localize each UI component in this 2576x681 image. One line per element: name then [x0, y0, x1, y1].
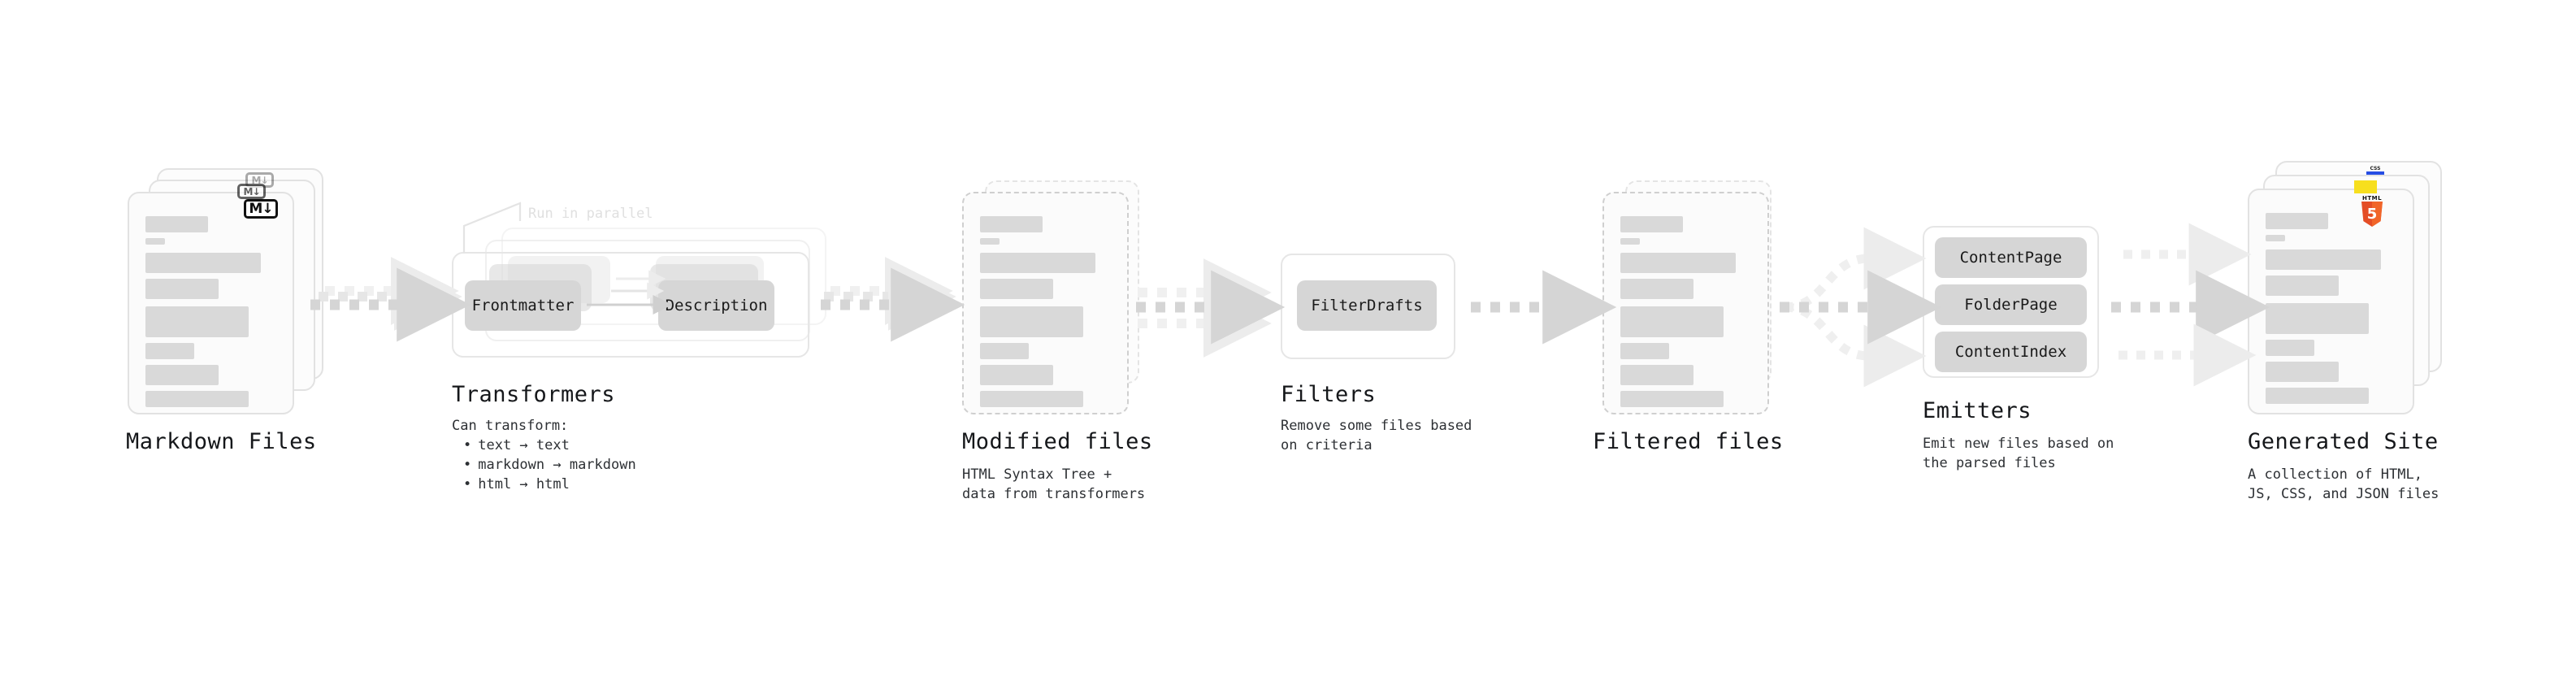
- placeholder-bar: [980, 216, 1043, 232]
- arrow-transformers-to-modified: [821, 257, 965, 342]
- caption-generated-site: Generated Site: [2248, 429, 2439, 454]
- placeholder-bar: [1620, 306, 1724, 337]
- placeholder-bar: [2266, 213, 2328, 229]
- js-badge: [2354, 180, 2377, 193]
- placeholder-bar: [145, 279, 219, 299]
- arrow-markdown-to-transformers: [310, 257, 471, 342]
- arrow-emitters-to-site: [2111, 223, 2270, 387]
- subtitle-filters: Remove some files based on criteria: [1281, 418, 1472, 453]
- css-badge-label: CSS: [2370, 166, 2381, 171]
- placeholder-bar: [1620, 279, 1693, 299]
- site-card-front: [2248, 189, 2414, 414]
- arrow-modified-to-filters: [1136, 258, 1286, 358]
- placeholder-bar: [1620, 216, 1683, 232]
- caption-emitters: Emitters: [1923, 398, 2032, 423]
- placeholder-bar: [145, 238, 165, 245]
- transformers-bullets: Can transform: text → text markdown → ma…: [452, 416, 636, 494]
- placeholder-bar: [2266, 362, 2339, 382]
- placeholder-bar: [980, 306, 1083, 337]
- placeholder-bar: [980, 365, 1053, 385]
- placeholder-bar: [2266, 340, 2314, 356]
- arrow-filtered-to-emitters: [1780, 227, 1942, 388]
- caption-markdown-files: Markdown Files: [126, 429, 317, 454]
- placeholder-bar: [145, 216, 208, 232]
- chip-contentindex[interactable]: ContentIndex: [1935, 332, 2087, 372]
- placeholder-bar: [980, 253, 1095, 273]
- placeholder-bar: [980, 391, 1083, 407]
- markdown-badge-front: M↓: [244, 199, 278, 219]
- css-badge-bar: [2366, 171, 2384, 175]
- bullet-item: html → html: [463, 475, 636, 494]
- bullet-item: text → text: [463, 436, 636, 455]
- placeholder-bar: [145, 306, 249, 337]
- placeholder-bar: [1620, 343, 1669, 359]
- placeholder-bar: [145, 253, 261, 273]
- subtitle-emitters: Emit new files based on the parsed files: [1923, 436, 2114, 471]
- caption-filters: Filters: [1281, 382, 1377, 407]
- placeholder-bar: [2266, 275, 2339, 296]
- html5-badge-number: 5: [2366, 205, 2378, 223]
- chip-description[interactable]: Description: [658, 280, 774, 331]
- subtitle-generated-site: A collection of HTML, JS, CSS, and JSON …: [2248, 466, 2439, 502]
- placeholder-bar: [2266, 235, 2285, 241]
- markdown-card-front: [128, 192, 294, 414]
- placeholder-bar: [2266, 388, 2369, 404]
- bullet-item: markdown → markdown: [463, 455, 635, 475]
- placeholder-bar: [980, 279, 1053, 299]
- placeholder-bar: [1620, 238, 1640, 245]
- run-in-parallel-label: Run in parallel: [528, 206, 653, 222]
- caption-modified-files: Modified files: [962, 429, 1153, 454]
- placeholder-bar: [1620, 391, 1724, 407]
- placeholder-bar: [145, 391, 249, 407]
- chip-folderpage[interactable]: FolderPage: [1935, 284, 2087, 325]
- html5-badge-label: HTML: [2361, 195, 2383, 202]
- chip-filterdrafts[interactable]: FilterDrafts: [1297, 280, 1437, 331]
- placeholder-bar: [145, 343, 194, 359]
- html5-badge: HTML 5: [2361, 195, 2383, 227]
- chip-frontmatter[interactable]: Frontmatter: [465, 280, 581, 331]
- subtitle-modified-files: HTML Syntax Tree + data from transformer…: [962, 466, 1146, 502]
- markdown-badge-mid: M↓: [237, 184, 266, 199]
- placeholder-bar: [2266, 303, 2369, 334]
- modified-card-front: [962, 192, 1129, 414]
- bullets-heading: Can transform:: [452, 418, 569, 434]
- placeholder-bar: [1620, 365, 1693, 385]
- html5-shield-icon: 5: [2361, 202, 2383, 227]
- caption-filtered-files: Filtered files: [1593, 429, 1784, 454]
- placeholder-bar: [2266, 249, 2381, 270]
- placeholder-bar: [1620, 253, 1736, 273]
- caption-transformers: Transformers: [452, 382, 616, 407]
- css-badge: CSS: [2366, 166, 2384, 175]
- placeholder-bar: [145, 365, 219, 385]
- filtered-card-front: [1602, 192, 1769, 414]
- placeholder-bar: [980, 238, 1000, 245]
- placeholder-bar: [980, 343, 1029, 359]
- chip-contentpage[interactable]: ContentPage: [1935, 237, 2087, 278]
